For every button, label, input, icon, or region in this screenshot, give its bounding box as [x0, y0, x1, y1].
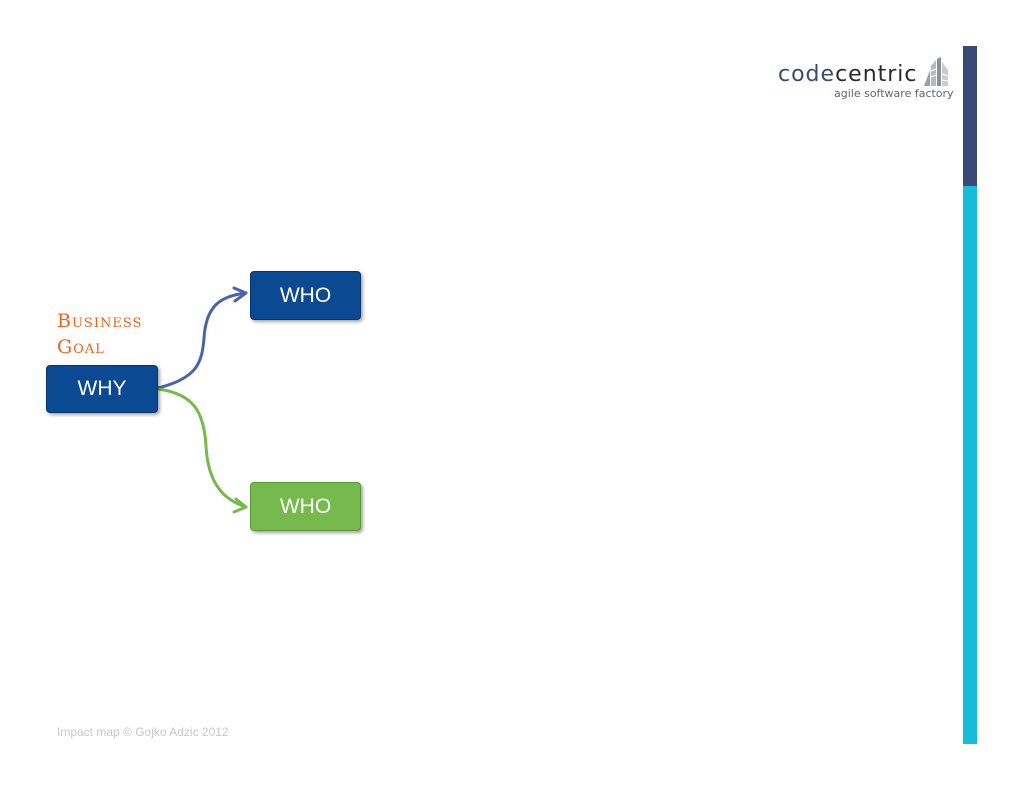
- arrowhead-top: [232, 286, 248, 303]
- accent-bar-top: [963, 46, 977, 186]
- logo-word-code: code: [778, 62, 836, 87]
- why-node-label: WHY: [77, 377, 127, 400]
- logo-tagline: agile software factory: [834, 87, 954, 100]
- why-node: WHY: [46, 365, 158, 413]
- who-node-top-label: WHO: [279, 283, 332, 307]
- connector-why-to-who-top: [156, 291, 248, 390]
- logo-word-centric: centric: [835, 62, 918, 87]
- connector-why-to-who-bottom: [156, 387, 248, 509]
- who-node-top: WHO: [250, 271, 361, 320]
- arrowhead-bottom: [232, 497, 248, 514]
- who-node-bottom: WHO: [250, 482, 361, 531]
- building-mark-icon: [924, 57, 949, 86]
- accent-bar-bottom: [963, 186, 977, 744]
- who-node-bottom-label: WHO: [279, 494, 332, 518]
- logo-wordmark: codecentric: [778, 62, 918, 88]
- business-goal-label: Business Goal: [57, 310, 143, 358]
- codecentric-logo: codecentric agile software factory: [770, 56, 960, 106]
- footer-copyright: Impact map © Gojko Adzic 2012: [57, 725, 229, 739]
